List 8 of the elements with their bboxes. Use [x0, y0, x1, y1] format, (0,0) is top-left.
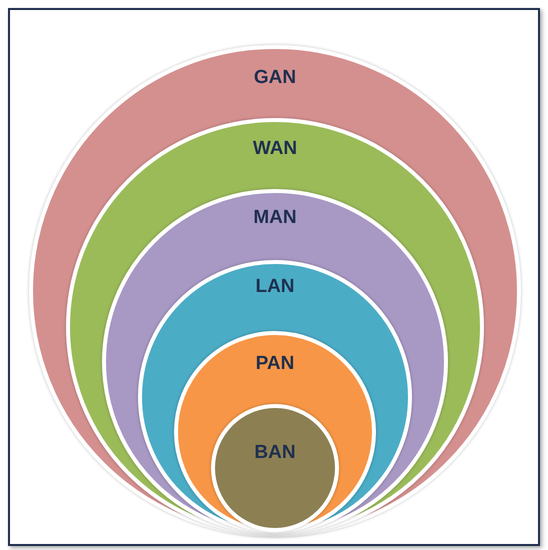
circle — [211, 404, 339, 532]
network-label: PAN — [256, 353, 294, 374]
network-label: LAN — [255, 276, 295, 297]
network-label: BAN — [254, 442, 296, 463]
network-label: MAN — [253, 207, 297, 228]
network-label: GAN — [254, 67, 296, 88]
circle — [174, 331, 376, 533]
network-label: WAN — [252, 138, 298, 159]
